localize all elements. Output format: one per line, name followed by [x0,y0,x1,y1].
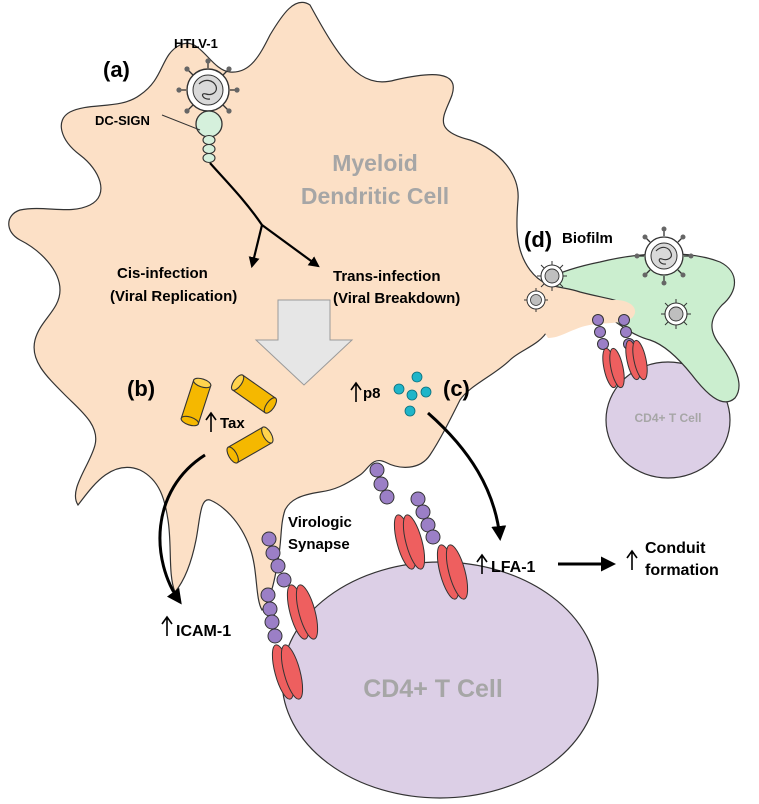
dc-sign-pointer [161,114,201,131]
panel-d-label: (d) [524,227,552,252]
p8-to-lfa-arrow [427,411,507,541]
dendritic-pseudopod [540,300,636,338]
grey-down-arrow [254,299,354,386]
cis-arrow [248,224,264,269]
conduit-label-1: Conduit [645,540,706,557]
p8-dots [393,371,432,417]
panel-c-label: (c) [443,376,470,401]
biofilm-synapse [592,314,648,389]
cis-label-1: Cis-infection [117,265,208,282]
synapse-label-1: Virologic [288,514,352,531]
conduit-up-arrow [626,549,638,570]
htlv-virus-biofilm-small-3 [661,299,691,329]
htlv-label: HTLV-1 [174,36,218,51]
cis-label-2: (Viral Replication) [110,288,237,305]
panel-a-label: (a) [103,57,130,82]
dc-sign-label: DC-SIGN [95,113,150,128]
synapse-left-chain [260,531,319,700]
trans-label-1: Trans-infection [333,268,441,285]
main-t-cell-label: CD4+ T Cell [363,675,503,703]
panel-b-label: (b) [127,376,155,401]
htlv-virus-biofilm-large [634,226,694,286]
pathway-line [209,162,263,226]
icam-up-arrow [161,615,173,636]
trans-label-2: (Viral Breakdown) [333,290,460,307]
tax-label: Tax [220,415,245,432]
conduit-label-2: formation [645,562,719,579]
tax-cylinder-1 [180,377,212,427]
htlv-virus-biofilm-small-2 [524,288,548,312]
p8-up-arrow [350,381,362,402]
up-arrows [161,381,638,636]
trans-arrow [261,224,320,268]
synapse-right-chain [369,462,469,600]
lfa-label: LFA-1 [491,559,536,576]
dendritic-cell-label-2: Dendritic Cell [301,183,449,209]
tax-cylinder-2 [230,374,278,414]
dendritic-cell-label-1: Myeloid [332,150,418,176]
tax-to-icam-arrow [158,453,206,605]
htlv-virus-biofilm-small-1 [537,261,567,291]
synapse-label-2: Synapse [288,536,350,553]
dc-sign-receptor [195,110,223,164]
biofilm-label: Biofilm [562,230,613,247]
small-t-cell-label: CD4+ T Cell [634,411,701,425]
small-t-cell [605,361,731,479]
htlv-virus-a [176,58,240,122]
tax-up-arrow [205,411,217,432]
icam-label: ICAM-1 [176,623,231,640]
tax-cylinder-3 [226,426,274,464]
lfa-up-arrow [476,553,488,574]
p8-label: p8 [363,385,381,402]
